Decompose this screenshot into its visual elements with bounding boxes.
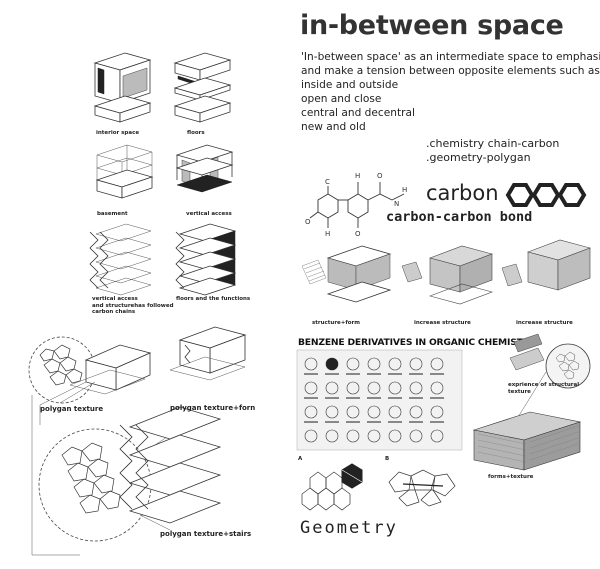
floors-functions-caption: floors and the functions (176, 296, 251, 302)
increase-structure-caption-1: increase structure (414, 320, 471, 326)
intro-line: open and close (301, 93, 382, 105)
polygan-texture-form-caption: polygan texture+forn (170, 404, 256, 412)
structure-form-diagram (301, 245, 392, 303)
intro-line: 'In-between space' as an intermediate sp… (301, 51, 600, 63)
floors-functions-diagram (175, 223, 237, 296)
poster-title: BENZENE DERIVATIVES IN ORGANIC CHEMISTRY (298, 337, 536, 348)
floors-caption: floors (187, 130, 205, 136)
caption-line: carbon chains (92, 309, 136, 315)
interior-space-diagram (93, 52, 152, 123)
increase-structure-diagram-1 (401, 245, 493, 305)
geometry-label: Geometry (300, 518, 398, 538)
page-title: in-between space (300, 10, 564, 41)
intro-line: inside and outside (301, 79, 399, 91)
caption-line: texture (508, 388, 531, 395)
svg-text:H: H (402, 186, 407, 194)
structural-texture-diagram (472, 333, 591, 471)
caption-line: and structurehas followed (92, 302, 174, 309)
concept-item: .geometry-polygan (426, 151, 531, 164)
intro-paragraph: 'In-between space' as an intermediate sp… (301, 50, 600, 134)
polygon-texture-study (28, 326, 247, 556)
polygan-texture-stairs-caption: polygan texture+stairs (160, 530, 252, 538)
concept-list: .chemistry chain-carbon .geometry-polyga… (426, 137, 559, 165)
svg-text:N: N (394, 200, 399, 208)
interior-space-caption: interior space (96, 130, 140, 136)
experience-structural-caption: exprience of structural texture (508, 382, 579, 395)
basement-diagram (95, 144, 154, 199)
benzene-poster-grid (296, 349, 463, 451)
svg-text:H: H (325, 230, 330, 238)
structure-form-caption: structure+form (312, 320, 361, 326)
floors-diagram (173, 52, 232, 123)
svg-text:O: O (355, 230, 361, 238)
vertical-access-carbon-diagram (89, 223, 152, 296)
polygan-texture-caption: polygan texture (40, 405, 104, 413)
increase-structure-diagram-2 (501, 239, 591, 291)
poster-label-b: B (385, 456, 390, 462)
concept-item: .chemistry chain-carbon (426, 137, 560, 150)
intro-line: new and old (301, 121, 366, 133)
poster-label-a: A (298, 456, 303, 462)
carbon-label: carbon (426, 181, 499, 205)
svg-text:H: H (355, 172, 360, 180)
increase-structure-caption-2: increase structure (516, 320, 573, 326)
vertical-access-diagram (175, 144, 234, 193)
svg-text:O: O (305, 218, 311, 226)
vertical-access-caption: vertical access (186, 211, 232, 217)
carbon-hexagon-chain (505, 183, 587, 207)
svg-text:C: C (325, 178, 330, 186)
basement-caption: basement (97, 211, 128, 217)
intro-line: and make a tension between opposite elem… (301, 65, 600, 77)
intro-line: central and decentral (301, 107, 415, 119)
caption-line: exprience of structural (508, 382, 580, 388)
vertical-access-carbon-caption: vertical access and structurehas followe… (92, 296, 174, 316)
caption-line: vertical access (92, 296, 138, 302)
forms-texture-caption: forms+texture (488, 474, 534, 480)
carbon-bond-label: carbon-carbon bond (386, 209, 533, 225)
svg-text:O: O (377, 172, 383, 180)
geometry-hexagon-diagram (301, 463, 363, 511)
geometry-pentagon-diagram (388, 469, 456, 507)
